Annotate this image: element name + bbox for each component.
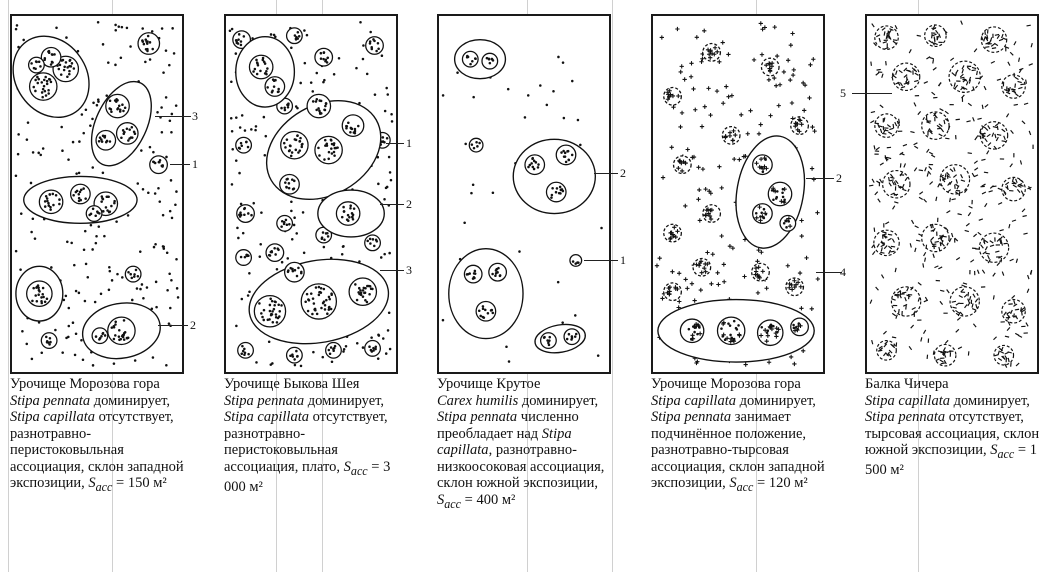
- panel-1-callout-1: 1: [192, 158, 198, 170]
- panel-2-callout-2: 2: [406, 198, 412, 210]
- panel-3-location: Урочище Крутое: [437, 376, 615, 393]
- panel-4-leader-4: [816, 272, 842, 273]
- panel-2-location: Урочище Быкова Шея: [224, 376, 402, 393]
- panel-1-diagram: [10, 14, 184, 374]
- panel-1-callout-2: 2: [190, 319, 196, 331]
- panel-3-diagram: [437, 14, 611, 374]
- panel-3-drawing: [439, 16, 609, 372]
- panel-2-drawing: [226, 16, 396, 372]
- panel-5-location: Балка Чичера: [865, 376, 1041, 393]
- panel-3-callout-2: 2: [620, 167, 626, 179]
- panel-3-caption: Урочище Крутое Carex humilis доминирует,…: [437, 376, 615, 512]
- panel-4-drawing: [653, 16, 823, 372]
- panel-2-callout-3: 3: [406, 264, 412, 276]
- panel-4-location: Урочище Морозова гора: [651, 376, 829, 393]
- panel-2-leader-1: [386, 143, 404, 144]
- panel-5-leader-5: [852, 93, 892, 94]
- panel-1-description: Stipa pennata доминирует, Stipa capillat…: [10, 393, 188, 496]
- panel-1-leader-2: [158, 325, 188, 326]
- panel-3-description: Carex humilis доминирует, Stipa pennata …: [437, 393, 615, 512]
- panel-4-callout-2: 2: [836, 172, 842, 184]
- panel-3-leader-1: [584, 260, 618, 261]
- panel-5-drawing: [867, 16, 1037, 372]
- panel-3-leader-2: [594, 173, 618, 174]
- panel-4-callout-4: 4: [840, 266, 846, 278]
- panel-1-location: Урочище Морозова гора: [10, 376, 188, 393]
- panel-1-leader-3: [155, 116, 191, 117]
- panel-4-diagram: [651, 14, 825, 374]
- panel-1-callout-3: 3: [192, 110, 198, 122]
- panel-5-diagram: [865, 14, 1039, 374]
- panel-2-description: Stipa pennata доминирует, Stipa capillat…: [224, 393, 402, 496]
- panel-5-description: Stipa capillata доминирует, Stipa pennat…: [865, 393, 1041, 479]
- panel-2-callout-1: 1: [406, 137, 412, 149]
- panel-4-leader-2: [806, 178, 834, 179]
- panel-2-leader-3: [380, 270, 404, 271]
- panel-1-leader-1: [170, 164, 190, 165]
- panel-4-description: Stipa capillata доминирует, Stipa pennat…: [651, 393, 829, 496]
- panel-2-leader-2: [380, 204, 404, 205]
- panel-5-caption: Балка Чичера Stipa capillata доминирует,…: [865, 376, 1041, 479]
- panel-1-drawing: [12, 16, 182, 372]
- panel-2-diagram: [224, 14, 398, 374]
- panel-1-caption: Урочище Морозова гора Stipa pennata доми…: [10, 376, 188, 495]
- panel-5-callout-5: 5: [840, 87, 846, 99]
- panel-4-caption: Урочище Морозова гора Stipa capillata до…: [651, 376, 829, 495]
- panel-3-callout-1: 1: [620, 254, 626, 266]
- panel-2-caption: Урочище Быкова Шея Stipa pennata доминир…: [224, 376, 402, 495]
